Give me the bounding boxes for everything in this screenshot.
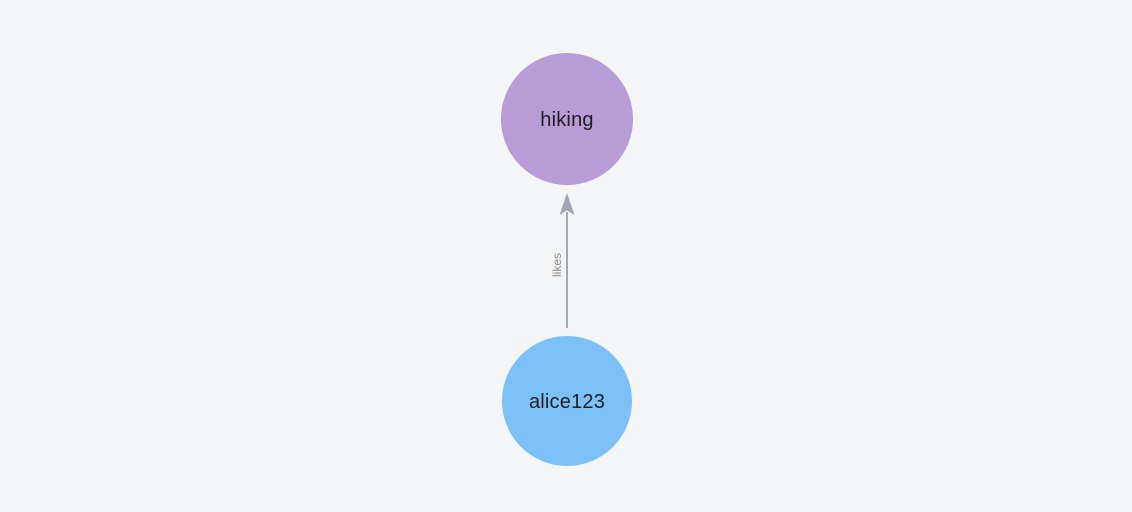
node-alice123[interactable]: alice123 [502,336,632,466]
arrowhead-icon[interactable] [559,193,575,215]
edge-label: likes [550,253,564,277]
edge-likes[interactable]: likes [550,193,575,328]
node-hiking[interactable]: hiking [501,53,633,185]
node-hiking-label: hiking [540,109,593,131]
node-hiking-circle[interactable] [501,53,633,185]
node-alice123-circle[interactable] [502,336,632,466]
node-alice123-label: alice123 [529,391,605,413]
